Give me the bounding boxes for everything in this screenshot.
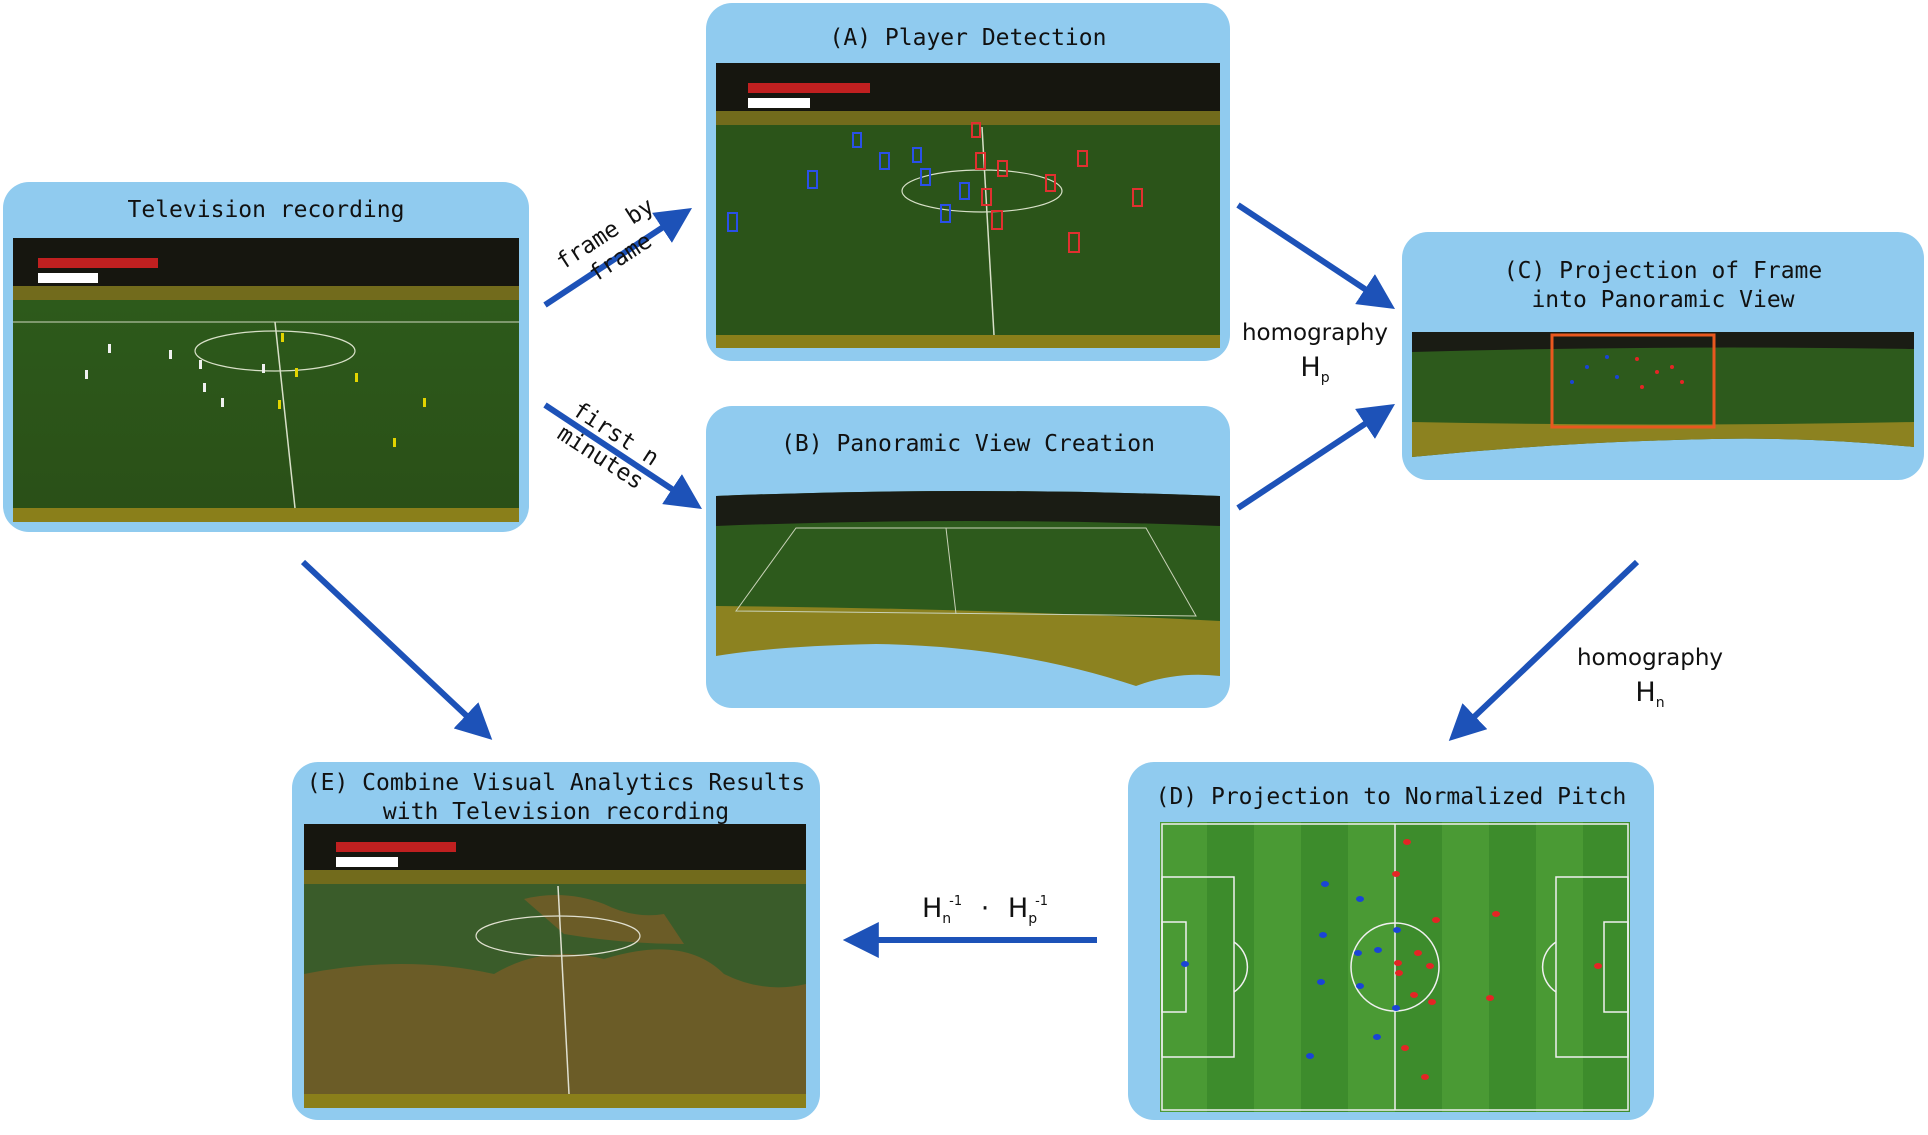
panel-title: (C) Projection of Frame into Panoramic V… [1503,258,1823,313]
projection-panorama-frame [1412,327,1914,472]
hp-base: H [1300,352,1321,383]
normalized-pitch [1160,822,1630,1112]
label-homography-n: homography [1576,645,1724,671]
panel-title: Television recording [127,197,405,223]
panorama-frame [716,486,1220,696]
broadcast-image [13,238,519,522]
arrow-b-to-c [1236,404,1396,511]
detection-image [716,63,1220,348]
inv-hp-base: H [1007,893,1029,924]
panel-title: (D) Projection to Normalized Pitch [1155,784,1627,810]
pitch-frame [1160,822,1630,1112]
panel-projection-into-panoramic-view: (C) Projection of Frame into Panoramic V… [1402,232,1924,480]
arrow-tv-to-b [543,402,703,509]
combined-frame [304,824,806,1108]
red-detection-boxes [971,122,1143,253]
inv-hp-sub: p [1028,911,1038,927]
arrow-tv-to-a [543,208,693,308]
combined-image [304,824,806,1108]
label-hp: Hp [1240,352,1390,386]
panel-combine-results: (E) Combine Visual Analytics Results wit… [292,762,820,1120]
hp-sub: p [1320,370,1330,386]
panel-normalized-pitch: (D) Projection to Normalized Pitch [1128,762,1654,1120]
arrow-tv-to-e [300,559,493,740]
inv-hp-sup: -1 [1035,894,1049,909]
panel-title: (E) Combine Visual Analytics Results wit… [306,770,806,825]
panorama-image [716,491,1220,686]
projection-panorama-image [1412,332,1914,457]
panel-television-recording: Television recording [3,182,529,532]
inv-hn-sup: -1 [949,894,963,909]
panel-title: (B) Panoramic View Creation [781,431,1155,457]
tv-frame [13,238,519,522]
projection-box [1550,333,1716,429]
hn-sub: n [1655,695,1665,711]
blue-detection-boxes [727,132,970,232]
panel-panoramic-view-creation: (B) Panoramic View Creation [706,406,1230,708]
panel-player-detection: (A) Player Detection [706,3,1230,361]
blue-team-dots [1181,881,1401,1059]
inv-hn-base: H [921,893,943,924]
label-inverse-homographies: Hn -1 · Hp -1 [905,893,1065,927]
dot-operator: · [980,893,990,924]
label-hn: Hn [1575,677,1725,711]
red-team-dots [1392,839,1602,1080]
hn-base: H [1635,677,1656,708]
label-homography-p: homography [1241,320,1389,346]
inv-hn-sub: n [942,911,952,927]
arrow-c-to-d [1448,559,1640,741]
detection-frame [716,63,1220,348]
panel-title: (A) Player Detection [829,25,1107,51]
arrow-a-to-c [1236,202,1396,309]
